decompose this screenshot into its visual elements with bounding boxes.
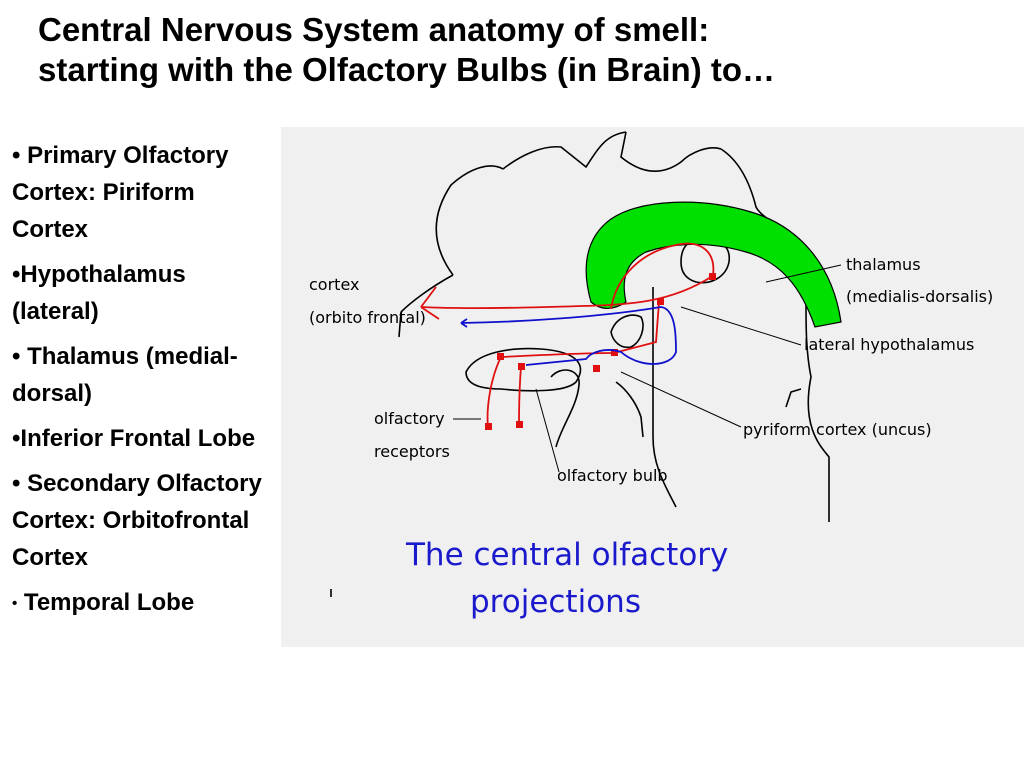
label-medialis-dorsalis: (medialis-dorsalis): [846, 287, 993, 306]
bullet-item: •Inferior Frontal Lobe: [12, 420, 268, 457]
red-node: [611, 349, 618, 356]
bullet-text: Primary Olfactory Cortex: Piriform Corte…: [12, 142, 229, 243]
frontal-contour: [400, 274, 454, 313]
uncus-outline: [550, 369, 580, 448]
red-cortex-branch: [420, 286, 440, 320]
blue-pathway: [460, 306, 677, 366]
red-main-tract: [420, 276, 712, 309]
bullet-dot: •: [12, 343, 21, 370]
red-node: [516, 421, 523, 428]
bullet-item: • Secondary Olfactory Cortex: Orbitofron…: [12, 465, 268, 576]
red-node: [657, 298, 664, 305]
label-thalamus: thalamus: [846, 255, 921, 274]
lower-contour: [398, 311, 402, 338]
caption-line-2: projections: [470, 584, 641, 620]
red-node: [518, 363, 525, 370]
caption-line-1: The central olfactory: [405, 537, 728, 573]
upper-brain-outline: [502, 131, 627, 170]
label-orbito-frontal: (orbito frontal): [309, 308, 426, 327]
bullet-text: Inferior Frontal Lobe: [20, 425, 256, 452]
label-receptors: receptors: [374, 442, 450, 461]
label-olfactory-bulb: olfactory bulb: [557, 466, 668, 485]
red-receptor-1: [486, 356, 502, 428]
blue-arrowhead: [460, 318, 468, 328]
leader-lines: [453, 264, 842, 473]
slide-title: Central Nervous System anatomy of smell:…: [38, 10, 998, 90]
red-bulb-tract: [500, 352, 615, 358]
bullet-dot: •: [12, 425, 21, 452]
forebrain-outline: [435, 165, 504, 276]
bullet-dot: •: [12, 470, 21, 497]
pyriform-leader: [620, 371, 742, 428]
medulla-outline: [652, 287, 677, 508]
title-line-1: Central Nervous System anatomy of smell:: [38, 11, 710, 48]
label-cortex: cortex: [309, 275, 359, 294]
bullet-dot: •: [12, 142, 21, 169]
bullet-list: • Primary Olfactory Cortex: Piriform Cor…: [12, 137, 268, 630]
red-node: [593, 365, 600, 372]
title-line-2: starting with the Olfactory Bulbs (in Br…: [38, 51, 776, 88]
red-node: [709, 273, 716, 280]
red-thalamus-loop: [610, 242, 715, 310]
red-node: [485, 423, 492, 430]
top-ridge-outline: [620, 131, 722, 172]
temporal-lobe-outline: [465, 347, 582, 392]
label-pyriform-cortex: pyriform cortex (uncus): [743, 420, 932, 439]
bullet-dot: •: [12, 595, 18, 612]
red-receptor-2: [518, 366, 522, 426]
hypothalamus-outline: [610, 314, 644, 349]
bullet-text: Hypothalamus (lateral): [12, 261, 186, 325]
olfactory-projection-diagram: cortex (orbito frontal) thalamus (medial…: [281, 127, 1024, 647]
bullet-text: Thalamus (medial-dorsal): [12, 343, 238, 407]
lateral-hypothalamus-leader: [680, 306, 802, 346]
diagram-canvas: cortex (orbito frontal) thalamus (medial…: [309, 131, 993, 620]
label-olfactory: olfactory: [374, 409, 445, 428]
red-nodes: [485, 273, 716, 430]
bullet-item: • Temporal Lobe: [12, 584, 268, 622]
label-lateral-hypothalamus: lateral hypothalamus: [804, 335, 974, 354]
brain-outline: [330, 131, 830, 597]
bullet-item: • Thalamus (medial-dorsal): [12, 338, 268, 412]
thalamus-leader: [765, 264, 842, 283]
bullet-text: Temporal Lobe: [17, 589, 195, 616]
red-hypothalamus-link: [613, 301, 660, 354]
bullet-item: •Hypothalamus (lateral): [12, 256, 268, 330]
bullet-text: Secondary Olfactory Cortex: Orbitofronta…: [12, 470, 262, 571]
red-pathway: [420, 242, 715, 428]
bullet-item: • Primary Olfactory Cortex: Piriform Cor…: [12, 137, 268, 248]
spinal-outline: [785, 388, 802, 408]
bullet-dot: •: [12, 261, 21, 288]
olfactory-bulb-leader: [535, 388, 560, 473]
red-node: [497, 353, 504, 360]
pons-outline: [615, 381, 644, 438]
